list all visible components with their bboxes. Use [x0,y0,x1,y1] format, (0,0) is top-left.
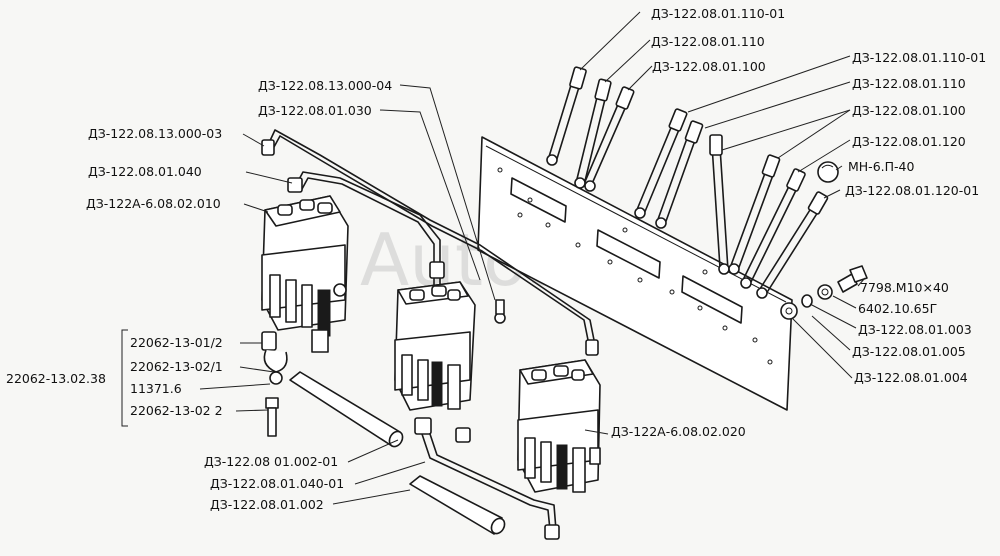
label-right-005: ДЗ-122.08.01.005 [852,344,966,359]
label-right-004: ДЗ-122.08.01.004 [854,370,968,385]
hydraulic-pipes-right [634,108,839,299]
label-010: ДЗ-122А-6.08.02.010 [86,196,221,211]
label-washer: 6402.10.65Г [858,301,938,316]
long-pipes [261,129,599,356]
leader-lines [199,11,866,505]
valve-block-left [261,195,349,353]
label-right-100: ДЗ-122.08.01.100 [852,103,966,118]
label-kit-02-2: 22062-13-02 2 [130,403,223,418]
label-002: ДЗ-122.08.01.002 [210,497,324,512]
label-right-120-01: ДЗ-122.08.01.120-01 [845,183,980,198]
label-top-110: ДЗ-122.08.01.110 [651,34,765,49]
label-right-mn: МН-6.П-40 [848,159,915,174]
label-right-120: ДЗ-122.08.01.120 [852,134,966,149]
label-020: ДЗ-122А-6.08.02.020 [611,424,746,439]
label-030: ДЗ-122.08.01.030 [258,103,372,118]
label-top-110-01: ДЗ-122.08.01.110-01 [651,6,786,21]
label-040-01: ДЗ-122.08.01.040-01 [210,476,345,491]
label-right-003: ДЗ-122.08.01.003 [858,322,972,337]
label-040: ДЗ-122.08.01.040 [88,164,202,179]
label-kit-01-2: 22062-13-01/2 [130,335,223,350]
valve-block-middle [394,281,506,411]
label-top-100: ДЗ-122.08.01.100 [652,59,766,74]
label-kit-group: 22062-13.02.38 [6,371,106,386]
hydraulic-pipes-top [546,66,635,192]
group-bracket [121,329,128,427]
clamp-kit [261,331,288,437]
label-002-01: ДЗ-122.08 01.002-01 [204,454,339,469]
label-right-110-01: ДЗ-122.08.01.110-01 [852,50,987,65]
label-13000-03: ДЗ-122.08.13.000-03 [88,126,223,141]
mounting-plate [477,136,793,411]
label-13000-04: ДЗ-122.08.13.000-04 [258,78,393,93]
valve-block-bottom [517,359,601,493]
label-kit-02-1: 22062-13-02/1 [130,359,223,374]
label-kit-11371: 11371.6 [130,381,182,396]
label-right-110: ДЗ-122.08.01.110 [852,76,966,91]
label-bolt: 7798.М10×40 [860,280,949,295]
fastener-set [780,265,868,320]
